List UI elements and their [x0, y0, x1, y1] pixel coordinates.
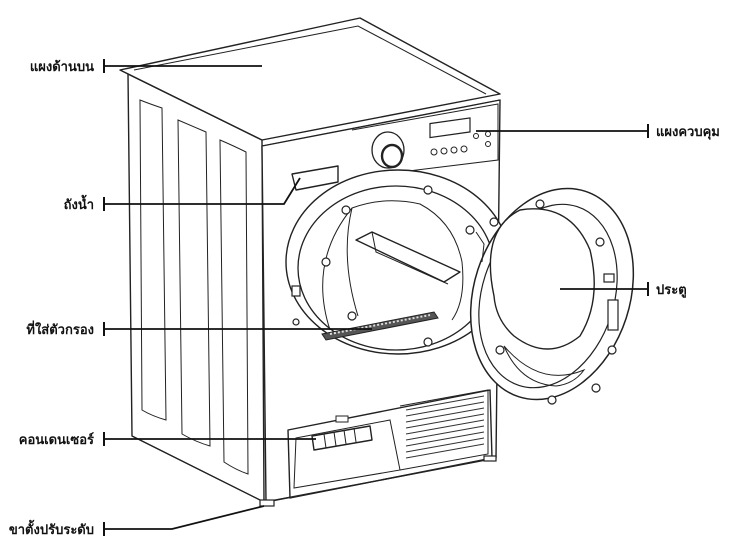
control-button — [485, 141, 491, 147]
side-rib-3 — [219, 139, 249, 475]
door-latch — [291, 285, 301, 297]
vent-line — [405, 413, 485, 429]
control-button — [473, 133, 479, 139]
vent-line — [405, 395, 485, 411]
vent-line — [405, 443, 485, 459]
door-latch-hook — [607, 299, 619, 331]
door-screw — [595, 237, 605, 247]
lever-rib — [323, 433, 327, 449]
label-top-panel: แผงด้านบน — [30, 59, 94, 75]
ring-screw — [341, 205, 351, 215]
control-buttons — [430, 131, 491, 156]
door-screw — [489, 217, 499, 227]
vent-line — [405, 419, 485, 435]
display-window — [429, 117, 471, 139]
control-panel-strip — [351, 103, 499, 179]
label-condenser: คอนเดนเซอร์ — [19, 432, 94, 448]
ring-screw — [321, 257, 331, 267]
vent-line — [405, 437, 485, 453]
condenser-lever — [311, 425, 373, 451]
ring-screw — [465, 225, 475, 235]
ring-screws — [321, 185, 475, 347]
top-panel-inner-edge — [133, 25, 487, 95]
vent-line — [405, 401, 485, 417]
dryer-top-panel — [119, 17, 501, 141]
label-adjustable-feet: ขาตั้งปรับระดับ — [9, 519, 94, 538]
callout-labels: แผงด้านบน แผงควบคุม ถังน้ำ ประตู ที่ใส่ต… — [9, 59, 720, 538]
adjustable-foot — [259, 499, 275, 507]
condenser-compartment — [293, 419, 401, 489]
label-water-tank: ถังน้ำ — [64, 194, 94, 213]
ring-screw — [423, 185, 433, 195]
condenser-clip — [335, 415, 349, 423]
callout-line-water-tank — [104, 177, 301, 205]
door-screw — [547, 395, 557, 405]
label-filter-holder: ที่ใส่ตัวกรอง — [26, 320, 94, 338]
condenser-vents — [405, 395, 485, 459]
door-latch-tab — [603, 273, 615, 283]
lever-rib — [333, 431, 337, 447]
drum-paddle-face — [371, 231, 449, 285]
door-seal-arc — [503, 345, 586, 387]
adjustable-foot-rear — [483, 455, 497, 462]
control-button — [450, 146, 458, 154]
filter-holder-slots — [329, 314, 431, 335]
control-button — [430, 148, 438, 156]
drum-back-edge — [346, 207, 359, 317]
door-screw — [495, 345, 505, 355]
control-button — [460, 145, 468, 153]
door-hinge — [475, 231, 485, 263]
door-screw — [535, 199, 545, 209]
label-control-panel: แผงควบคุม — [656, 125, 720, 140]
lever-rib — [343, 429, 347, 445]
program-dial-knob — [380, 143, 404, 169]
water-tank-handle — [291, 165, 339, 191]
side-rib-2 — [177, 119, 211, 447]
door-screw — [591, 383, 601, 393]
label-door: ประตู — [656, 283, 687, 298]
side-rib-1 — [139, 99, 167, 421]
condenser-lever-ribs — [323, 427, 357, 449]
callout-line-adjustable-feet — [104, 505, 265, 530]
vent-line — [405, 431, 485, 447]
door-glass — [489, 208, 595, 350]
drum-paddle — [355, 231, 461, 283]
condenser-vent-panel — [399, 389, 489, 471]
door-screw — [607, 345, 617, 355]
vent-line — [405, 407, 485, 423]
door-screws — [489, 199, 617, 405]
control-button — [440, 147, 448, 155]
callout-lines — [103, 59, 649, 536]
lever-rib — [353, 427, 357, 443]
vent-line — [405, 425, 485, 441]
ring-screw — [423, 337, 433, 347]
latch-screw — [292, 318, 300, 326]
ring-screw — [347, 311, 357, 321]
dryer-illustration — [119, 17, 635, 507]
dryer-side-panel — [127, 73, 265, 503]
control-button — [485, 131, 491, 137]
